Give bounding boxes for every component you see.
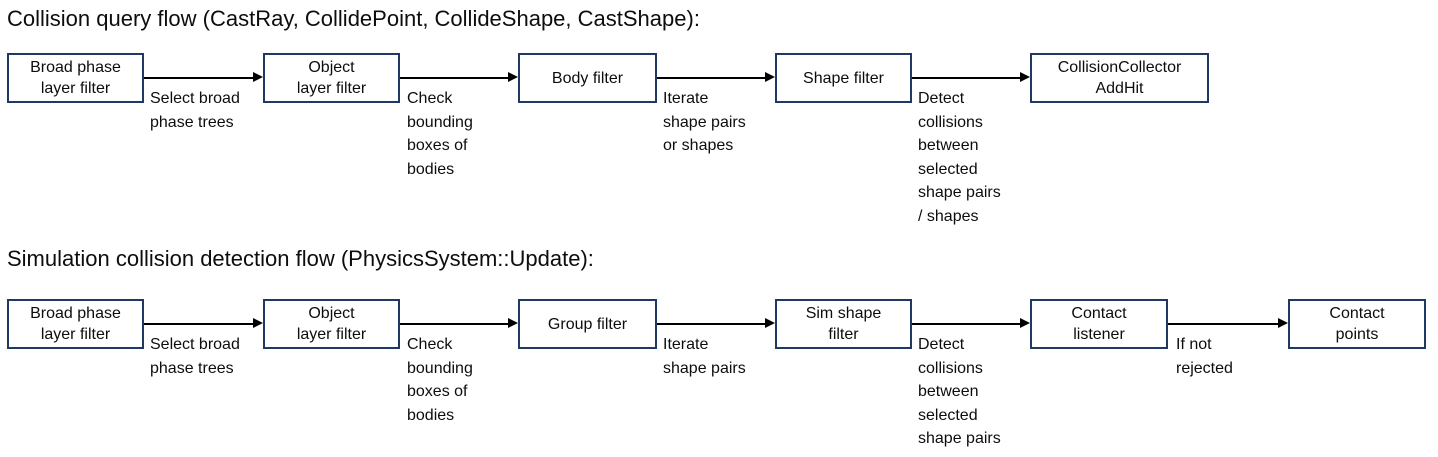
arrow-shape-filter-to-collisioncollector xyxy=(912,72,1030,83)
arrow-broad-phase-to-object-layer-2 xyxy=(144,318,263,329)
arrow-label-check-bounding-boxes-2: Check bounding boxes of bodies xyxy=(407,336,473,424)
arrow-group-filter-to-sim-shape-filter xyxy=(657,318,775,329)
arrow-label-if-not-rejected: If not rejected xyxy=(1176,336,1233,377)
arrow-label-detect-collisions: Detect collisions between selected shape… xyxy=(918,336,1001,447)
box-object-layer-filter: Object layer filter xyxy=(263,53,400,103)
box-collisioncollector-addhit: CollisionCollector AddHit xyxy=(1030,53,1209,103)
arrow-broad-phase-to-object-layer xyxy=(144,72,263,83)
arrow-label-check-bounding-boxes: Check bounding boxes of bodies xyxy=(407,90,473,178)
box-sim-shape-filter: Sim shape filter xyxy=(775,299,912,349)
arrow-label-select-broad-phase-trees-2: Select broad phase trees xyxy=(150,336,240,377)
arrow-label-iterate-shape-pairs-or-shapes: Iterate shape pairs or shapes xyxy=(663,90,746,154)
box-contact-listener: Contact listener xyxy=(1030,299,1168,349)
arrow-label-detect-collisions-shapes: Detect collisions between selected shape… xyxy=(918,90,1001,225)
arrow-label-iterate-shape-pairs: Iterate shape pairs xyxy=(663,336,746,377)
simulation-collision-flow-title: Simulation collision detection flow (Phy… xyxy=(7,246,594,271)
box-broad-phase-layer-filter-2: Broad phase layer filter xyxy=(7,299,144,349)
box-object-layer-filter-2: Object layer filter xyxy=(263,299,400,349)
arrow-object-layer-to-body-filter xyxy=(400,72,518,83)
collision-query-flow-title: Collision query flow (CastRay, CollidePo… xyxy=(7,6,700,31)
box-shape-filter: Shape filter xyxy=(775,53,912,103)
arrow-body-filter-to-shape-filter xyxy=(657,72,775,83)
arrow-object-layer-to-group-filter xyxy=(400,318,518,329)
box-group-filter: Group filter xyxy=(518,299,657,349)
arrow-label-select-broad-phase-trees: Select broad phase trees xyxy=(150,90,240,131)
arrow-contact-listener-to-contact-points xyxy=(1168,318,1288,329)
box-broad-phase-layer-filter: Broad phase layer filter xyxy=(7,53,144,103)
arrow-sim-shape-filter-to-contact-listener xyxy=(912,318,1030,329)
box-contact-points: Contact points xyxy=(1288,299,1426,349)
box-body-filter: Body filter xyxy=(518,53,657,103)
